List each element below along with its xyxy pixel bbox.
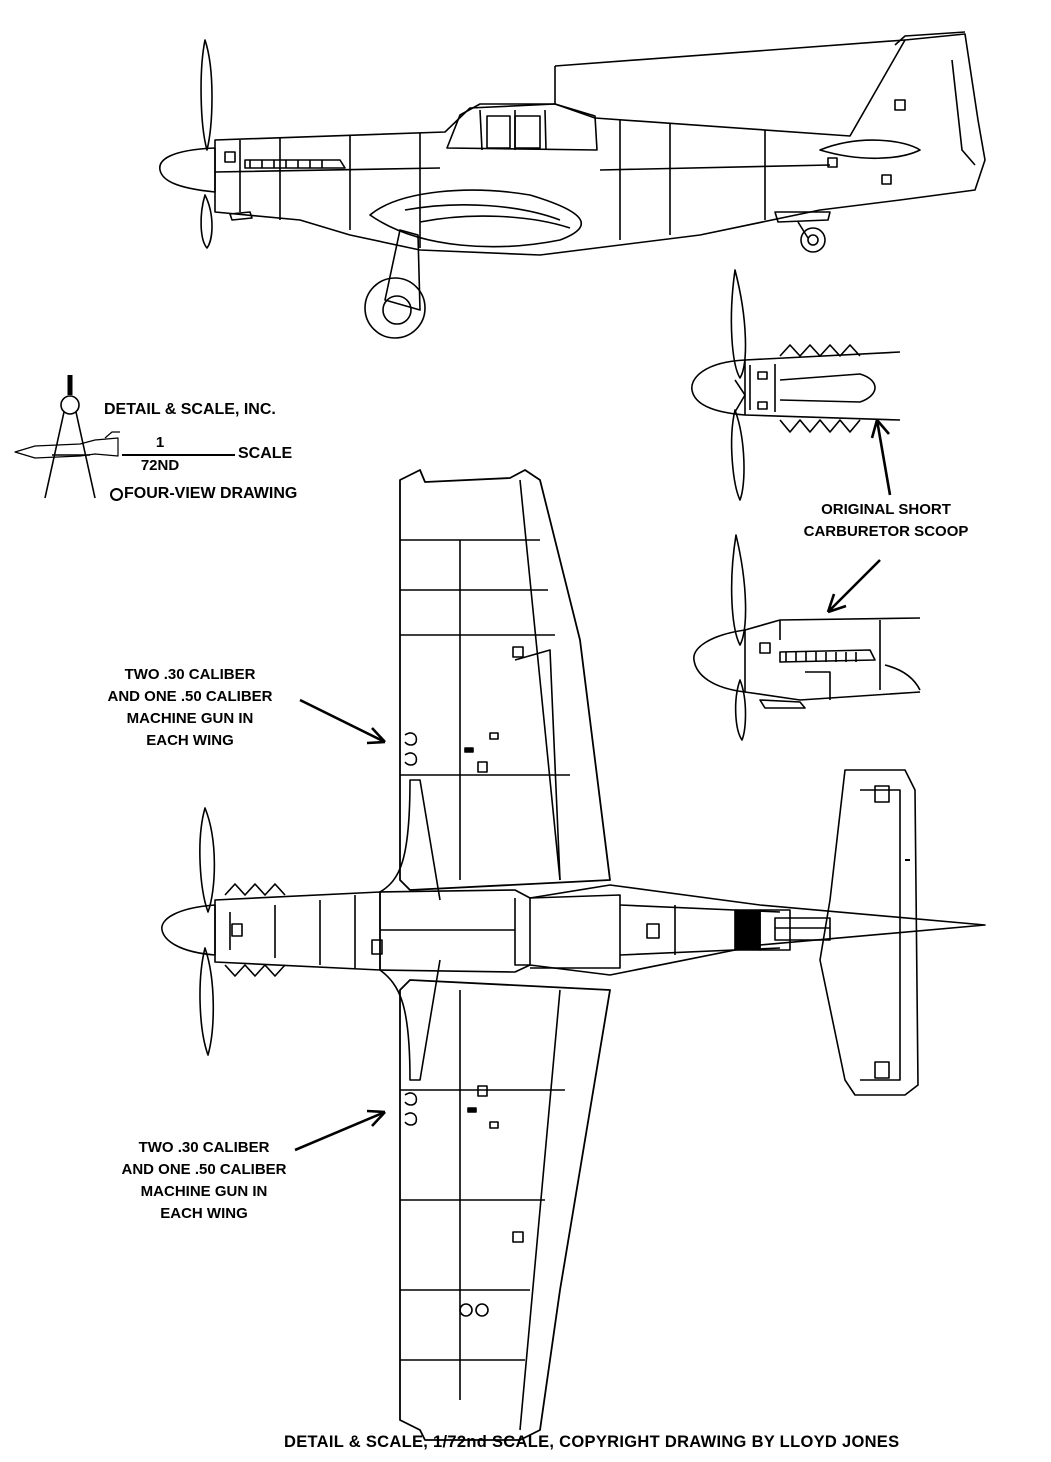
top-view [161,469,986,1441]
callout-line: EACH WING [146,732,234,749]
callout-line: TWO .30 CALIBER [124,666,256,683]
carb-detail-top [691,269,901,501]
callout-line: CARBURETOR SCOOP [803,523,969,540]
callout-line: TWO .30 CALIBER [138,1139,270,1156]
callout-line: ORIGINAL SHORT [821,501,951,518]
scale-denominator: 72ND [140,457,180,474]
logo-company-name: DETAIL & SCALE, INC. [104,401,276,418]
callout-line: EACH WING [160,1205,248,1222]
callout-line: MACHINE GUN IN [140,1183,268,1200]
callout-line: AND ONE .50 CALIBER [107,688,273,705]
callout-line: MACHINE GUN IN [126,710,254,727]
scale-word: SCALE [238,445,293,462]
view-type-label: FOUR-VIEW DRAWING [124,485,298,502]
scale-numerator: 1 [155,434,165,451]
leader-arrows [294,419,892,1152]
wing-guns-callout-lower: TWO .30 CALIBER AND ONE .50 CALIBER MACH… [104,1137,304,1225]
carb-detail-side [693,534,921,741]
bullet-icon [110,488,123,501]
copyright-footer: DETAIL & SCALE, 1/72nd SCALE, COPYRIGHT … [284,1433,900,1451]
side-view [159,31,986,339]
wing-guns-callout-upper: TWO .30 CALIBER AND ONE .50 CALIBER MACH… [90,664,290,752]
carb-scoop-callout: ORIGINAL SHORT CARBURETOR SCOOP [786,499,986,543]
company-logo [14,375,235,499]
callout-line: AND ONE .50 CALIBER [121,1161,287,1178]
